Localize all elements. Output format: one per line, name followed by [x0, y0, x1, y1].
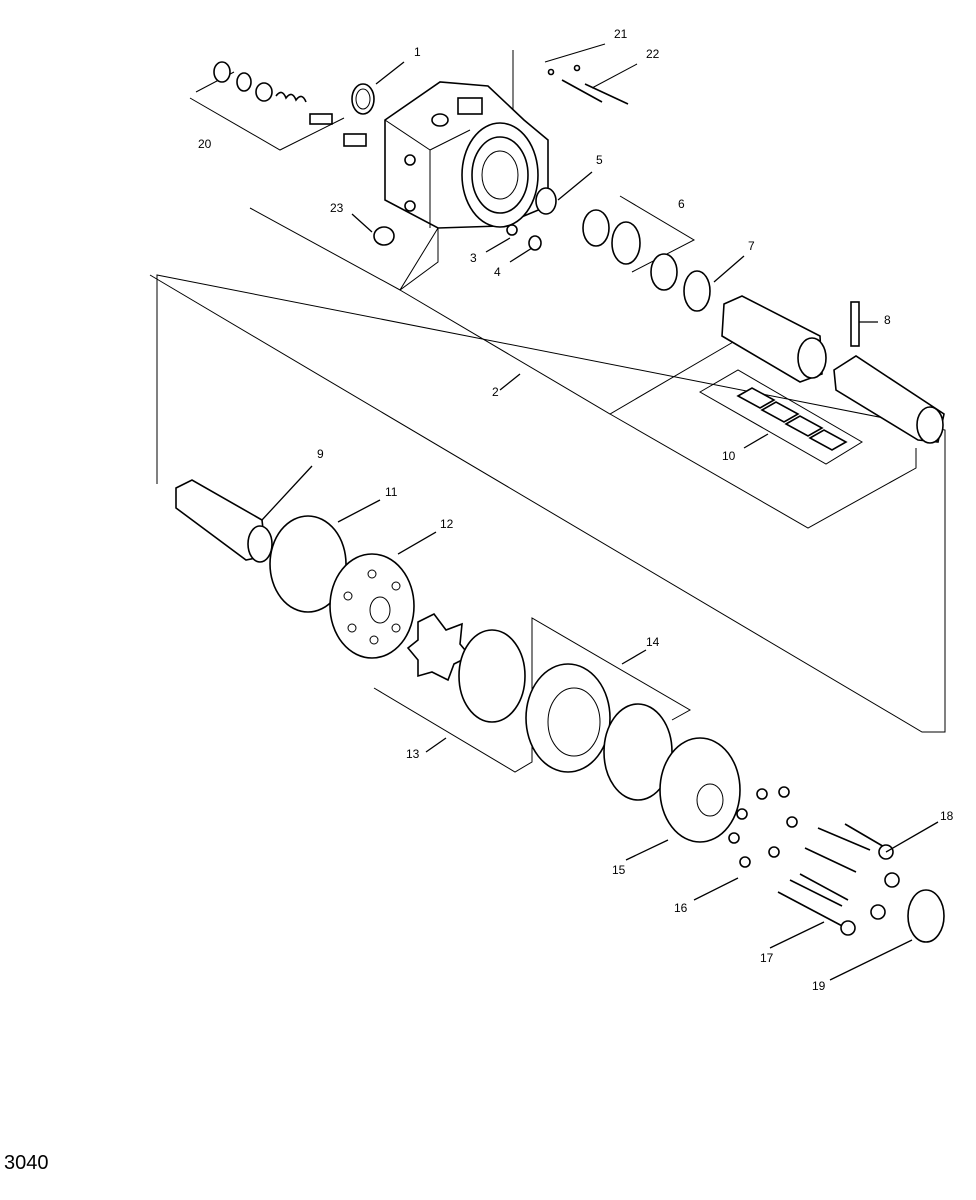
callout-16: 16	[674, 901, 688, 915]
bracket-lines	[149, 43, 946, 773]
callout-22: 22	[646, 47, 660, 61]
seal-5	[535, 187, 557, 215]
cap-19	[907, 889, 945, 943]
callout-6: 6	[678, 197, 685, 211]
valve-housing	[384, 81, 549, 229]
figure-number: 3040	[4, 1152, 49, 1174]
seal-ring-13	[458, 629, 526, 723]
relief-valve-parts	[213, 61, 367, 147]
callout-7: 7	[748, 239, 755, 253]
ball-3	[506, 224, 518, 236]
callout-23: 23	[330, 201, 344, 215]
callout-17: 17	[760, 951, 774, 965]
thrust-washer	[582, 209, 610, 247]
drive-shaft	[175, 479, 273, 563]
callout-13: 13	[406, 747, 420, 761]
plug-23	[373, 226, 395, 246]
callout-3: 3	[470, 251, 477, 265]
ring-7	[683, 270, 711, 312]
spool-assembly	[721, 295, 945, 444]
callout-9: 9	[317, 447, 324, 461]
callout-19: 19	[812, 979, 826, 993]
bolts	[777, 823, 900, 936]
callout-4: 4	[494, 265, 501, 279]
callout-21: 21	[614, 27, 628, 41]
callout-18: 18	[940, 809, 954, 823]
callout-2: 2	[492, 385, 499, 399]
callout-5: 5	[596, 153, 603, 167]
pins	[547, 64, 629, 105]
thrust-washer-2	[650, 253, 678, 291]
callout-11: 11	[385, 485, 398, 499]
centering-springs	[698, 369, 863, 465]
pin-8	[850, 301, 860, 347]
callout-10: 10	[722, 449, 736, 463]
spring-4	[528, 235, 542, 251]
callout-12: 12	[440, 517, 454, 531]
thrust-bearing-6	[611, 221, 641, 265]
end-cover	[659, 737, 741, 843]
rotor-star	[406, 612, 472, 682]
gerotor-set	[525, 663, 611, 773]
callout-labels: 1 2 3 4 5 6 7 8 9 10 11 12 13 14 15 16 1…	[198, 27, 954, 993]
leader-lines	[261, 61, 939, 981]
washers	[728, 786, 798, 868]
callout-15: 15	[612, 863, 626, 877]
wear-plate	[329, 553, 415, 659]
o-ring-1	[351, 83, 375, 115]
callout-8: 8	[884, 313, 891, 327]
callout-1: 1	[414, 45, 421, 59]
callout-20: 20	[198, 137, 212, 151]
callout-14: 14	[646, 635, 660, 649]
